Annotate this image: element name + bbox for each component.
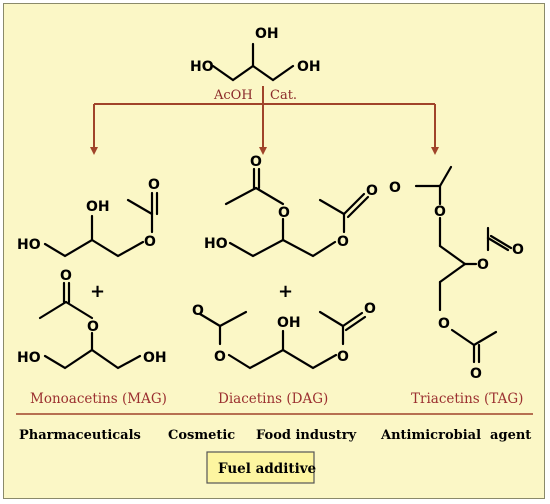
catalyst-label: Cat. — [270, 88, 297, 103]
application-cosmetic: Cosmetic — [168, 428, 235, 443]
fuel-additive-label: Fuel additive — [218, 461, 316, 477]
reagent-label: AcOH — [213, 88, 253, 103]
dag1-ester-o-mid: O — [278, 205, 290, 221]
dag2-oh-mid: OH — [277, 315, 301, 331]
mag2-ester-o: O — [87, 319, 99, 335]
application-antimicrobial: Antimicrobial agent — [380, 428, 531, 443]
dag1-ester-o-right: O — [337, 234, 349, 250]
label-monoacetins: Monoacetins (MAG) — [30, 391, 167, 407]
plus-sign-dag: + — [278, 281, 293, 302]
monoacetin-1-structure: HO OH O O — [17, 177, 160, 258]
mag2-oh-left: HO — [17, 350, 41, 366]
dag2-carbonyl-o-right: O — [364, 301, 376, 317]
mag1-oh-left: HO — [17, 237, 41, 253]
triacetin-structure: O O O O O O — [389, 165, 524, 382]
diagram-frame — [3, 3, 545, 499]
mag2-carbonyl-o: O — [60, 268, 72, 284]
glycerol-oh-right: OH — [297, 59, 321, 75]
mag1-ester-o: O — [144, 234, 156, 250]
glycerol-structure: OH HO OH — [190, 26, 321, 82]
mag2-oh-right: OH — [143, 350, 167, 366]
label-triacetins: Triacetins (TAG) — [411, 391, 523, 407]
dag2-ester-o-left: O — [214, 349, 226, 365]
plus-sign-mag: + — [90, 281, 105, 302]
tag-carbonyl-o-top: O — [389, 180, 401, 196]
reaction-arrows — [90, 86, 439, 155]
tag-ester-o-top: O — [434, 204, 446, 220]
diacetin-12-structure: HO O O O O — [204, 154, 378, 258]
glycerol-oh-left: HO — [190, 59, 214, 75]
monoacetin-2-structure: HO OH O O — [17, 268, 167, 370]
application-food-industry: Food industry — [256, 428, 357, 443]
dag1-carbonyl-o-right: O — [366, 183, 378, 199]
label-diacetins: Diacetins (DAG) — [218, 391, 328, 407]
mag1-carbonyl-o: O — [148, 177, 160, 193]
dag2-carbonyl-o-left: O — [192, 303, 204, 319]
dag2-ester-o-right: O — [337, 349, 349, 365]
glycerol-oh-top: OH — [255, 26, 279, 42]
diacetin-13-structure: O O OH O O — [192, 301, 376, 370]
application-pharmaceuticals: Pharmaceuticals — [19, 428, 141, 443]
tag-ester-o-bottom: O — [438, 316, 450, 332]
tag-carbonyl-o-mid: O — [512, 242, 524, 258]
fuel-additive-box — [206, 451, 315, 484]
mag1-oh-top: OH — [86, 199, 110, 215]
tag-carbonyl-o-bottom: O — [470, 366, 482, 382]
dag1-oh-left: HO — [204, 236, 228, 252]
tag-ester-o-mid: O — [477, 257, 489, 273]
dag1-carbonyl-o-mid: O — [250, 154, 262, 170]
